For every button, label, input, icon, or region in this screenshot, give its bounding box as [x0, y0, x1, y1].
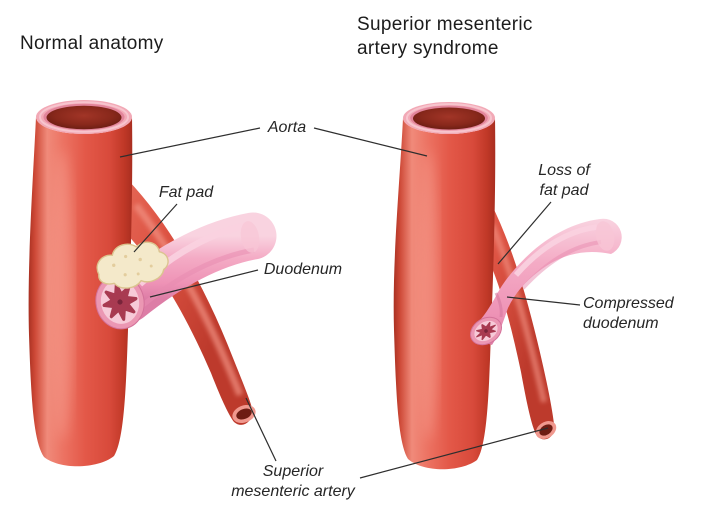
aorta-left-opening [36, 100, 132, 134]
sma-syndrome-figure [393, 102, 622, 470]
label-aorta: Aorta [267, 119, 307, 136]
leader-loss-of-fat-pad [497, 201, 552, 265]
leader-fat-pad [133, 203, 178, 253]
aorta-right-opening [403, 102, 495, 134]
title-sma-syndrome: Superior mesenteric artery syndrome [357, 13, 533, 61]
sma-right-cut-end [535, 421, 557, 439]
label-duodenum: Duodenum [263, 261, 343, 278]
label-compressed-duodenum-line2: duodenum [583, 314, 659, 332]
leader-compressed-duodenum [506, 296, 581, 306]
sma-left-cut-end [232, 404, 256, 424]
leader-sma-right [359, 427, 549, 479]
label-sma-line2: mesenteric artery [231, 482, 355, 500]
aorta-left [28, 100, 133, 467]
label-fat-pad: Fat pad [158, 184, 214, 201]
leader-aorta-left [119, 127, 261, 158]
fat-pad [96, 241, 169, 289]
duodenum-right-cut-face [470, 316, 502, 346]
duodenum-left-cut-face [95, 274, 145, 330]
leader-duodenum [149, 269, 259, 298]
leader-sma-left [245, 397, 277, 462]
duodenum-left [95, 212, 277, 330]
label-superior-mesenteric-artery: Superior mesenteric artery [210, 462, 376, 501]
leader-aorta-right [313, 127, 428, 157]
aorta-right [393, 102, 496, 470]
label-compressed-duodenum-line1: Compressed [583, 295, 674, 312]
label-loss-of-fat-pad-line1: Loss of [538, 162, 590, 179]
sma-left [98, 170, 256, 425]
label-compressed-duodenum: Compressed duodenum [583, 294, 695, 333]
label-sma-line1: Superior [262, 463, 324, 480]
label-loss-of-fat-pad: Loss of fat pad [517, 161, 611, 200]
leader-lines [119, 127, 581, 479]
title-sma-syndrome-line2: artery syndrome [357, 38, 499, 59]
title-normal-anatomy: Normal anatomy [20, 33, 164, 54]
label-loss-of-fat-pad-line2: fat pad [539, 181, 589, 199]
normal-anatomy-figure [28, 100, 277, 467]
title-sma-syndrome-line1: Superior mesenteric [357, 14, 533, 35]
duodenum-right-compressed [470, 218, 622, 346]
